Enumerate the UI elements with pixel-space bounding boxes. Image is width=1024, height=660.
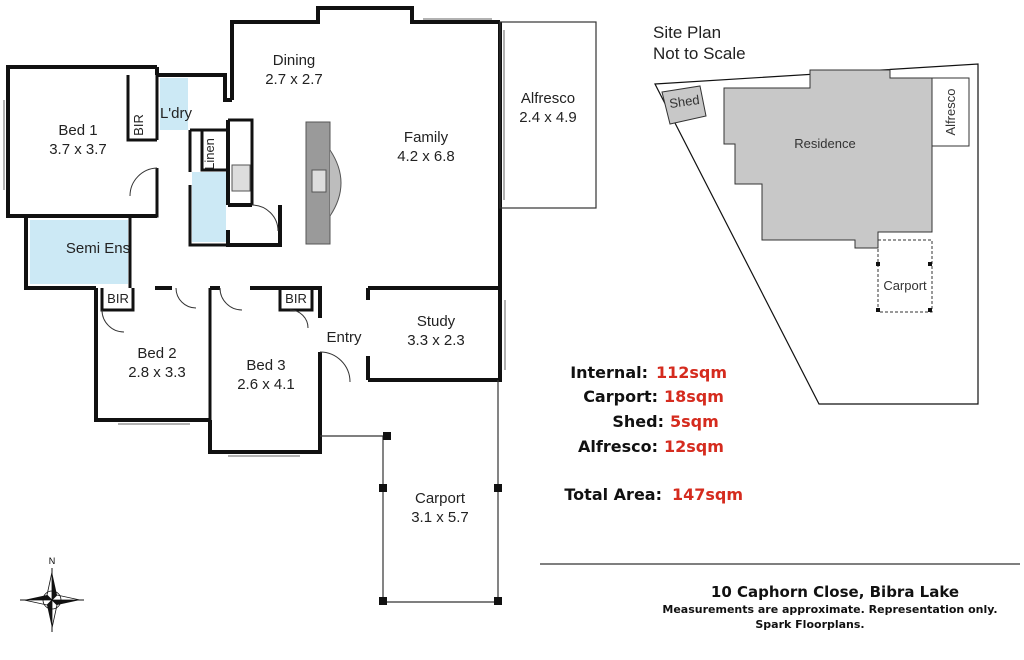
bed2-size: 2.8 x 3.3: [128, 364, 186, 381]
site-alfresco-label: Alfresco: [943, 89, 958, 136]
site-carport: [877, 239, 933, 313]
semi-ens-label: Semi Ens: [66, 240, 130, 257]
cooktop: [231, 164, 251, 192]
total-area-label: Total Area:: [564, 485, 662, 504]
interior-walls: [26, 75, 314, 420]
windows: [3, 18, 506, 457]
carport-posts: [379, 432, 502, 605]
site-carport-posts: [876, 262, 932, 312]
family-size: 4.2 x 6.8: [397, 148, 455, 165]
compass-north-label: N: [49, 556, 56, 566]
area-alfresco-value: 12sqm: [664, 437, 724, 456]
dining-size: 2.7 x 2.7: [265, 71, 323, 88]
carport-name: Carport: [415, 490, 466, 507]
carport-area: [320, 380, 499, 603]
bed3-bir-label: BIR: [285, 291, 307, 306]
site-plan-subtitle: Not to Scale: [653, 44, 746, 63]
family-name: Family: [404, 129, 449, 146]
area-shed-label: Shed:: [612, 412, 664, 431]
bed3-size: 2.6 x 4.1: [237, 376, 295, 393]
area-shed-value: 5sqm: [670, 412, 719, 431]
area-internal-label: Internal:: [570, 363, 648, 382]
island-bench-curve: [329, 149, 342, 217]
ensuite-wet-area: [30, 220, 128, 284]
dining-name: Dining: [273, 52, 316, 69]
area-carport-label: Carport:: [583, 387, 658, 406]
alfresco-name: Alfresco: [521, 90, 575, 107]
credit-note: Spark Floorplans.: [755, 618, 864, 631]
laundry-wet-area: [160, 78, 188, 130]
compass-rose-icon: [20, 568, 84, 632]
carport-size: 3.1 x 5.7: [411, 509, 469, 526]
area-internal-value: 112sqm: [656, 363, 727, 382]
bed2-name: Bed 2: [137, 345, 176, 362]
site-carport-label: Carport: [883, 278, 927, 293]
area-alfresco-label: Alfresco:: [578, 437, 658, 456]
measurement-note: Measurements are approximate. Representa…: [662, 603, 997, 616]
laundry-label: L'dry: [160, 105, 193, 122]
area-summary: Internal: 112sqm Carport: 18sqm Shed: 5s…: [564, 363, 743, 504]
bed1-size: 3.7 x 3.7: [49, 141, 107, 158]
door-swings: [101, 167, 351, 383]
linen-label: Linen: [202, 138, 217, 170]
bed3-name: Bed 3: [246, 357, 285, 374]
entry-label: Entry: [326, 329, 362, 346]
study-name: Study: [417, 313, 456, 330]
bed1-bir-label: BIR: [131, 114, 146, 136]
alfresco-area: [499, 21, 597, 209]
site-plan-title: Site Plan: [653, 23, 721, 42]
bed1-name: Bed 1: [58, 122, 97, 139]
site-shed-label: Shed: [668, 92, 700, 111]
alfresco-size: 2.4 x 4.9: [519, 109, 577, 126]
site-shed: [661, 85, 707, 125]
address-title: 10 Caphorn Close, Bibra Lake: [711, 583, 959, 601]
site-alfresco: [931, 77, 970, 147]
total-area-value: 147sqm: [672, 485, 743, 504]
site-residence: [723, 69, 933, 249]
bath-wet-area: [192, 172, 226, 242]
bed2-bir-label: BIR: [107, 291, 129, 306]
kitchen-sink: [311, 169, 327, 193]
area-carport-value: 18sqm: [664, 387, 724, 406]
study-size: 3.3 x 2.3: [407, 332, 465, 349]
site-residence-label: Residence: [794, 136, 855, 151]
